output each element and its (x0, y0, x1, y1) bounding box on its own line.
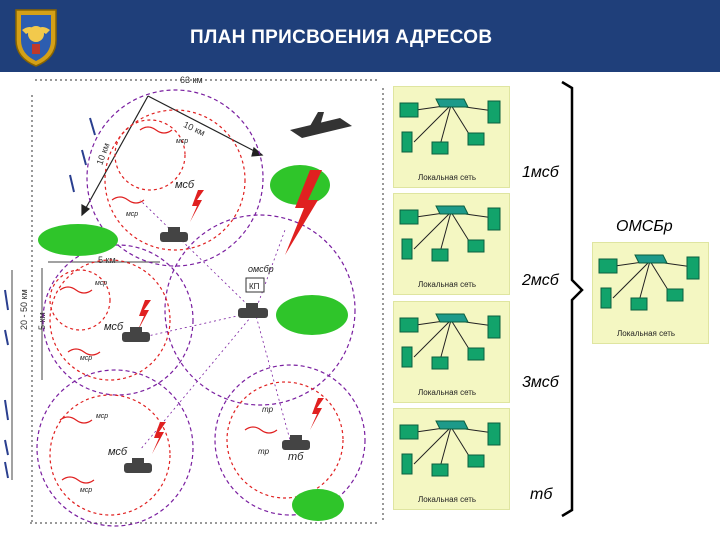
grouping-bracket (561, 80, 584, 518)
header-bar: ПЛАН ПРИСВОЕНИЯ АДРЕСОВ (0, 0, 720, 72)
lan-panel-3msb: Локальная сеть (393, 301, 510, 403)
distance-5km-b: 5 км (37, 312, 47, 330)
label-mr-2: мср (126, 211, 138, 218)
label-msb-bot: мсб (108, 446, 128, 458)
lan-label-tb: Локальная сеть (418, 495, 477, 504)
label-cp: КП (249, 282, 260, 291)
label-mr-6: мср (80, 487, 92, 494)
unit-label-omsbr: ОМСБр (616, 218, 673, 235)
lan-label-2msb: Локальная сеть (418, 280, 477, 289)
label-mr-1: мср (176, 138, 188, 145)
lan-topology-icon (598, 254, 700, 311)
label-mr-5: мср (96, 413, 108, 420)
emblem-shield-icon (15, 9, 57, 67)
unit-label-1msb: 1мсб (522, 164, 559, 181)
distance-5km-a: 5 км (98, 255, 116, 265)
lan-panel-omsbr: Локальная сеть (592, 242, 709, 344)
lan-label-3msb: Локальная сеть (418, 388, 477, 397)
lan-topology-icon (399, 420, 501, 477)
label-msb-mid: мсб (104, 321, 124, 333)
lan-panel-1msb: Локальная сеть (393, 86, 510, 188)
label-mr-3: мср (95, 280, 107, 287)
unit-label-2msb: 2мсб (522, 272, 559, 289)
distance-10km-a: 10 км (182, 119, 207, 138)
label-msb-top: мсб (175, 179, 195, 191)
distance-63km: 63 км (180, 75, 203, 85)
aircraft-icon (290, 112, 352, 138)
lan-label-1msb: Локальная сеть (418, 173, 477, 182)
label-tb: тб (288, 451, 304, 463)
label-omsbr: омсбр (248, 264, 274, 274)
label-tr-1: тр (262, 405, 274, 414)
page-title: ПЛАН ПРИСВОЕНИЯ АДРЕСОВ (190, 27, 493, 48)
distance-side: 20 - 50 км (19, 289, 29, 330)
lan-panel-2msb: Локальная сеть (393, 193, 510, 295)
label-mr-4: мср (80, 355, 92, 362)
distance-10km-b: 10 км (94, 142, 111, 167)
unit-label-3msb: 3мсб (522, 374, 559, 391)
label-tr-2: тр (258, 447, 270, 456)
lan-label-omsbr: Локальная сеть (617, 329, 676, 338)
lan-topology-icon (399, 98, 501, 155)
lan-panel-tb: Локальная сеть (393, 408, 510, 510)
lan-topology-icon (399, 313, 501, 370)
deployment-map: 63 км 10 км 10 км 5 км 5 км 20 - 50 км (4, 75, 384, 527)
lan-topology-icon (399, 205, 501, 262)
unit-label-tb: тб (530, 486, 553, 503)
